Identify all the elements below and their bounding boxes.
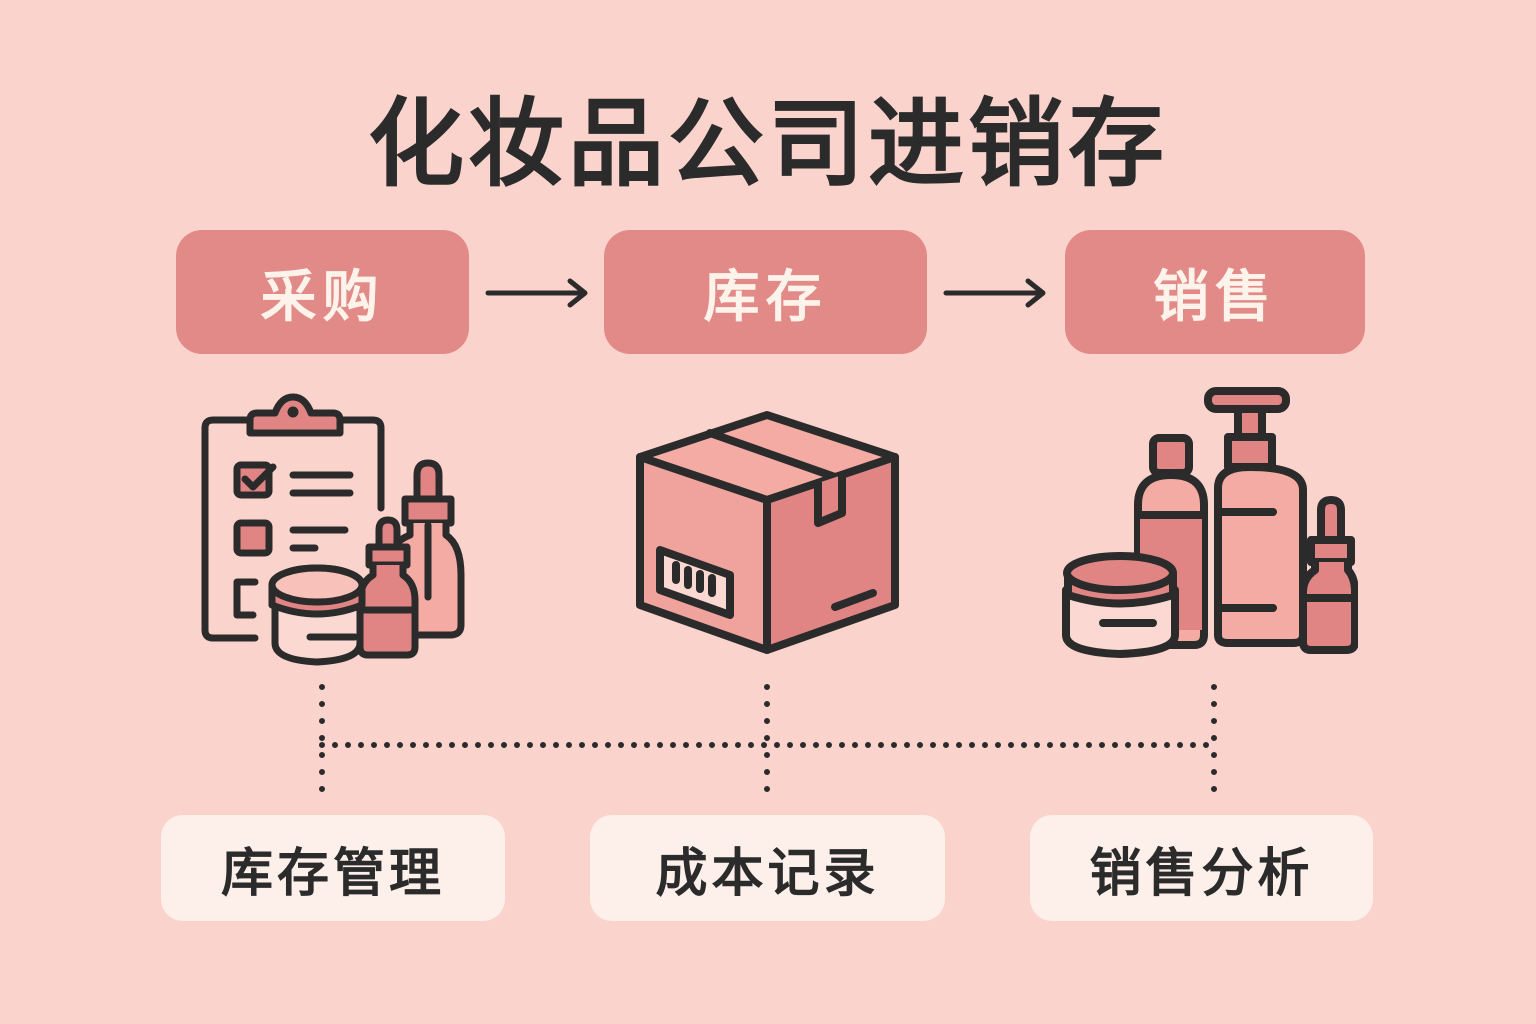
page-title: 化妆品公司进销存 bbox=[368, 88, 1168, 200]
feature-sales-analysis-label: 销售分析 bbox=[1089, 843, 1314, 904]
stage-inventory: 库存 bbox=[604, 230, 927, 354]
stage-purchase-label: 采购 bbox=[260, 264, 385, 330]
stage-sales-label: 销售 bbox=[1153, 264, 1277, 330]
cosmetic-bottles-icon bbox=[1062, 387, 1358, 658]
feature-inventory-management-label: 库存管理 bbox=[220, 843, 445, 904]
stage-inventory-label: 库存 bbox=[703, 264, 828, 330]
stage-purchase: 采购 bbox=[176, 230, 469, 354]
arrow-right-icon bbox=[485, 278, 588, 308]
stage-sales: 销售 bbox=[1065, 230, 1365, 354]
feature-sales-analysis: 销售分析 bbox=[1030, 815, 1373, 921]
feature-cost-records-label: 成本记录 bbox=[655, 843, 880, 904]
clipboard-cosmetics-icon bbox=[201, 393, 465, 666]
cardboard-box-icon bbox=[636, 411, 899, 654]
feature-cost-records: 成本记录 bbox=[590, 815, 945, 921]
feature-inventory-management: 库存管理 bbox=[161, 815, 505, 921]
arrow-right-icon bbox=[943, 278, 1046, 308]
